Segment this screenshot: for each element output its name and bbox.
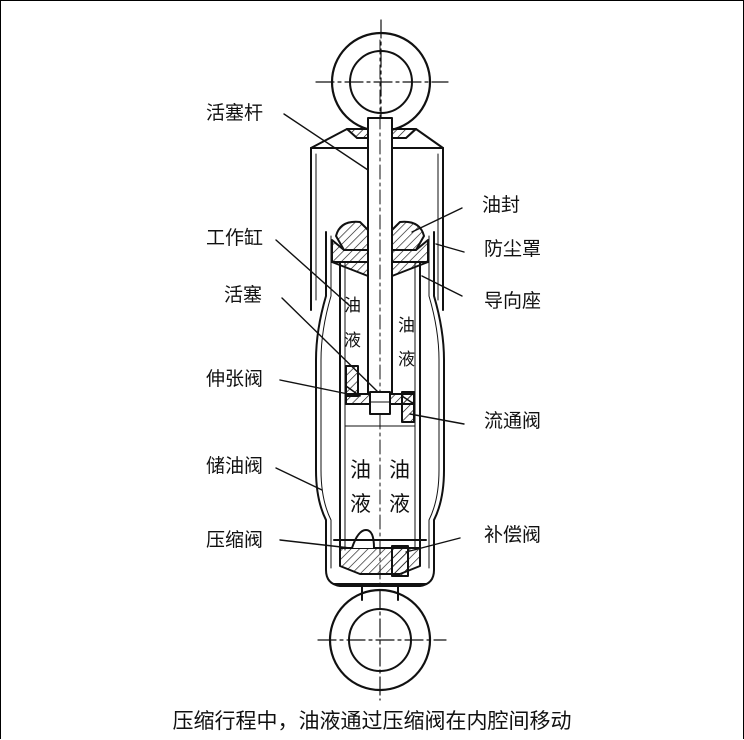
label-guide-seat: 导向座 xyxy=(484,290,542,312)
oil-text-lower-right-2: 液 xyxy=(389,492,410,516)
label-working-cylinder: 工作缸 xyxy=(206,227,264,249)
label-dust-cover: 防尘罩 xyxy=(484,238,542,260)
label-extension-valve: 伸张阀 xyxy=(206,368,264,390)
oil-text-lower-right-1: 油 xyxy=(389,458,410,482)
oil-text-upper-left-1: 油 xyxy=(344,296,361,316)
bottom-mount-eye xyxy=(317,585,447,701)
leader-lines xyxy=(275,113,465,553)
label-oil-seal: 油封 xyxy=(482,194,521,216)
oil-text-lower-left-1: 油 xyxy=(350,458,371,482)
oil-text-upper-right-2: 液 xyxy=(398,350,415,370)
piston-rod xyxy=(367,39,393,601)
label-flow-valve: 流通阀 xyxy=(484,410,542,432)
label-piston: 活塞 xyxy=(224,284,263,306)
base-valve-assembly xyxy=(333,529,427,585)
label-piston-rod: 活塞杆 xyxy=(206,102,264,124)
top-mount-eye xyxy=(315,19,449,133)
working-cylinder xyxy=(339,261,421,551)
label-compensation-valve: 补偿阀 xyxy=(484,524,542,546)
seal-and-guide xyxy=(331,220,429,277)
oil-text-lower-left-2: 液 xyxy=(350,492,371,516)
label-compression-valve: 压缩阀 xyxy=(206,529,264,551)
label-reservoir: 储油阀 xyxy=(206,455,264,477)
oil-text-upper-right-1: 油 xyxy=(398,316,415,336)
oil-text-upper-left-2: 液 xyxy=(344,331,361,351)
figure-caption: 压缩行程中，油液通过压缩阀在内腔间移动 xyxy=(172,709,572,733)
